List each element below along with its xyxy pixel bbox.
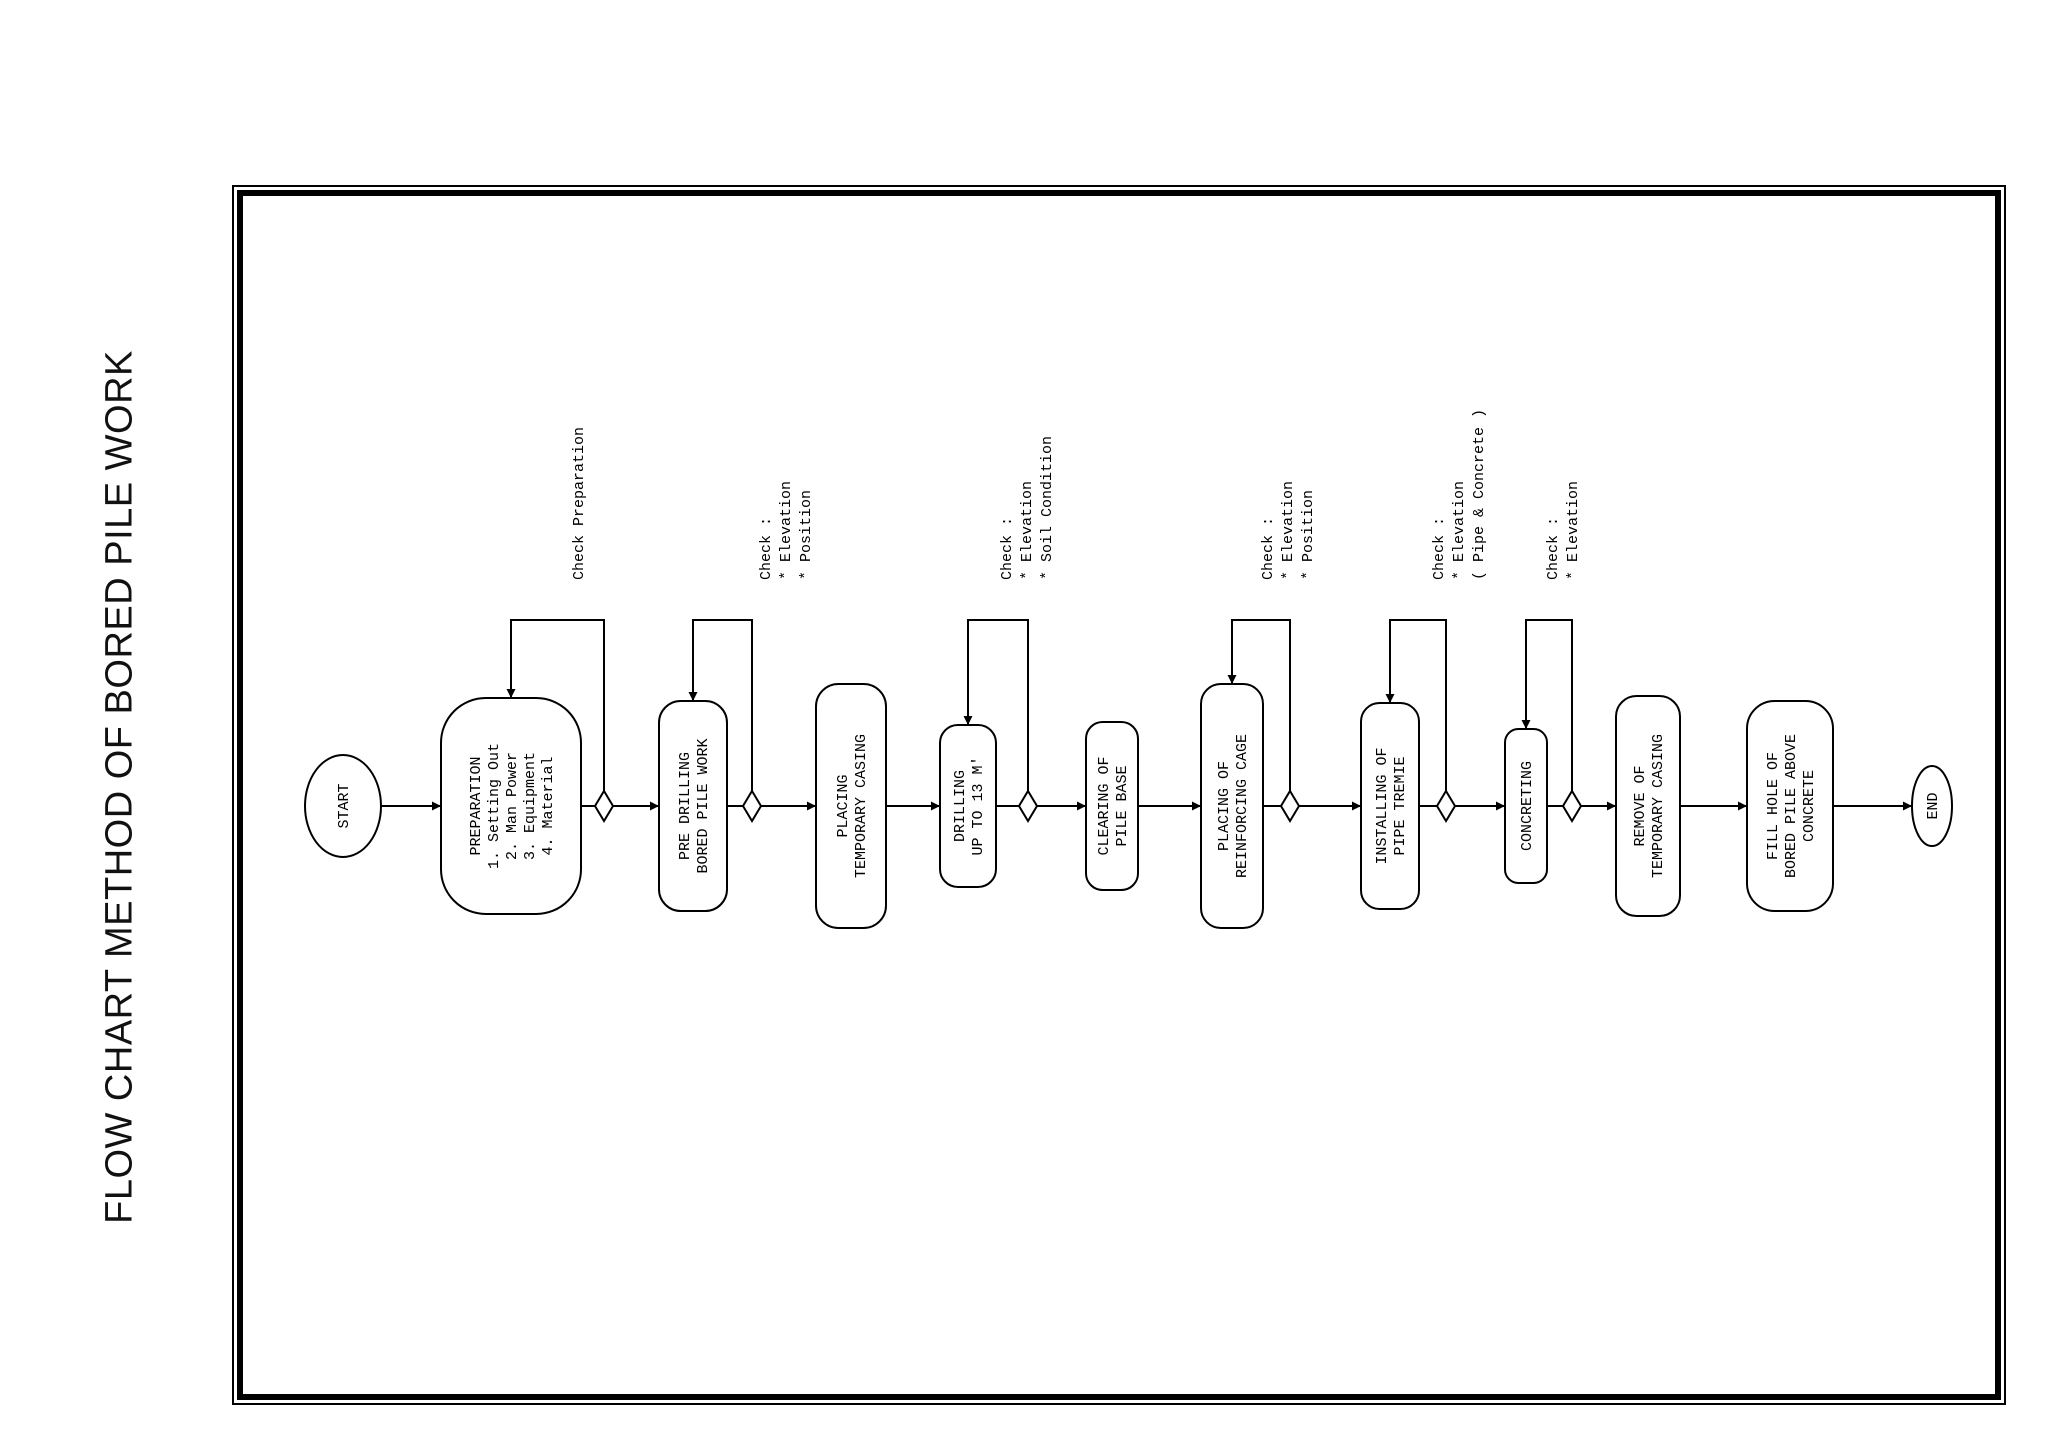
clearing-line: PILE BASE	[1114, 765, 1131, 846]
pre-drilling-label: PRE DRILLINGBORED PILE WORK	[677, 738, 712, 873]
end-line: END	[1925, 792, 1942, 819]
preparation-line: 1. Setting Out	[486, 743, 503, 869]
check-drilling-line: * Elevation	[1019, 481, 1036, 580]
check-loop-arrow	[688, 619, 753, 791]
start-line: START	[336, 783, 353, 828]
check-cage-label: Check :* Elevation* Position	[1260, 481, 1317, 580]
remove-casing-box	[1615, 695, 1681, 917]
shapes	[304, 683, 1953, 929]
check-loop-arrow	[1227, 619, 1291, 791]
drilling-line: UP TO 13 M'	[970, 756, 987, 855]
decision-diamond	[1279, 789, 1301, 823]
check-pre-drilling-line: * Position	[798, 490, 815, 580]
check-pre-drilling-line: * Elevation	[778, 481, 795, 580]
pre-drilling-line: PRE DRILLING	[677, 752, 694, 860]
fill-hole-line: BORED PILE ABOVE	[1783, 734, 1800, 878]
check-concreting-label: Check :* Elevation	[1545, 481, 1582, 580]
remove-casing-line: REMOVE OF	[1632, 765, 1649, 846]
check-preparation-line: Check Preparation	[571, 427, 588, 580]
end-label: END	[1925, 792, 1942, 819]
check-tremie-line: * Elevation	[1451, 481, 1468, 580]
clearing-box	[1085, 721, 1139, 891]
check-concreting-line: Check :	[1545, 517, 1562, 580]
labels: START PREPARATION1. Setting Out2. Man Pow…	[336, 409, 1942, 878]
preparation-box	[440, 697, 582, 915]
check-cage-line: Check :	[1260, 517, 1277, 580]
check-preparation-label: Check Preparation	[571, 427, 588, 580]
decision-diamond	[1435, 789, 1457, 823]
installing-tremie-label: INSTALLING OFPIPE TREMIE	[1374, 747, 1409, 864]
installing-tremie-line: INSTALLING OF	[1374, 747, 1391, 864]
placing-cage-line: REINFORCING CAGE	[1234, 734, 1251, 878]
drilling-line: DRILLING	[952, 770, 969, 842]
check-loop-arrow	[506, 619, 605, 791]
concreting-label: CONCRETING	[1519, 761, 1536, 851]
check-cage-line: * Elevation	[1280, 481, 1297, 580]
decision-diamond	[593, 789, 615, 823]
outer-frame	[232, 185, 2006, 1405]
preparation-line: 4. Material	[540, 756, 557, 855]
check-drilling-line: * Soil Condition	[1039, 436, 1056, 580]
check-loop-arrow	[1521, 619, 1573, 791]
check-tremie-line: Check :	[1431, 517, 1448, 580]
check-pre-drilling-label: Check :* Elevation* Position	[758, 481, 815, 580]
check-concreting-line: * Elevation	[1565, 481, 1582, 580]
check-tremie-line: ( Pipe & Concrete )	[1471, 409, 1488, 580]
inner-frame	[237, 190, 2001, 1400]
preparation-line: PREPARATION	[468, 756, 485, 855]
preparation-line: 2. Man Power	[504, 752, 521, 860]
start-label: START	[336, 783, 353, 828]
remove-casing-line: TEMPORARY CASING	[1650, 734, 1667, 878]
drilling-label: DRILLINGUP TO 13 M'	[952, 756, 987, 855]
connectors	[381, 619, 1912, 811]
check-pre-drilling-line: Check :	[758, 517, 775, 580]
check-drilling-label: Check :* Elevation* Soil Condition	[999, 436, 1056, 580]
end-terminal	[1911, 765, 1953, 847]
drilling-box	[939, 724, 997, 888]
check-drilling-line: Check :	[999, 517, 1016, 580]
placing-casing-box	[815, 683, 887, 929]
concreting-box	[1504, 728, 1548, 884]
check-cage-line: * Position	[1300, 490, 1317, 580]
concreting-line: CONCRETING	[1519, 761, 1536, 851]
check-loop-arrow	[963, 619, 1029, 791]
placing-cage-label: PLACING OFREINFORCING CAGE	[1216, 734, 1251, 878]
fill-hole-line: CONCRETE	[1801, 770, 1818, 842]
decision-diamond	[1561, 789, 1583, 823]
placing-cage-box	[1200, 683, 1264, 929]
fill-hole-box	[1746, 700, 1834, 912]
fill-hole-line: FILL HOLE OF	[1765, 752, 1782, 860]
clearing-line: CLEARING OF	[1096, 756, 1113, 855]
pre-drilling-box	[658, 700, 728, 912]
decision-diamond	[1017, 789, 1039, 823]
placing-casing-line: TEMPORARY CASING	[853, 734, 870, 878]
start-terminal	[304, 754, 382, 858]
check-tremie-label: Check :* Elevation( Pipe & Concrete )	[1431, 409, 1488, 580]
placing-cage-line: PLACING OF	[1216, 761, 1233, 851]
placing-casing-label: PLACINGTEMPORARY CASING	[835, 734, 870, 878]
check-loop-arrow	[1385, 619, 1447, 791]
preparation-label: PREPARATION1. Setting Out2. Man Power3. …	[468, 743, 557, 869]
installing-tremie-box	[1360, 702, 1420, 910]
pre-drilling-line: BORED PILE WORK	[695, 738, 712, 873]
remove-casing-label: REMOVE OFTEMPORARY CASING	[1632, 734, 1667, 878]
decision-diamond	[741, 789, 763, 823]
clearing-label: CLEARING OFPILE BASE	[1096, 756, 1131, 855]
installing-tremie-line: PIPE TREMIE	[1392, 756, 1409, 855]
fill-hole-label: FILL HOLE OFBORED PILE ABOVECONCRETE	[1765, 734, 1818, 878]
preparation-line: 3. Equipment	[522, 752, 539, 860]
placing-casing-line: PLACING	[835, 774, 852, 837]
